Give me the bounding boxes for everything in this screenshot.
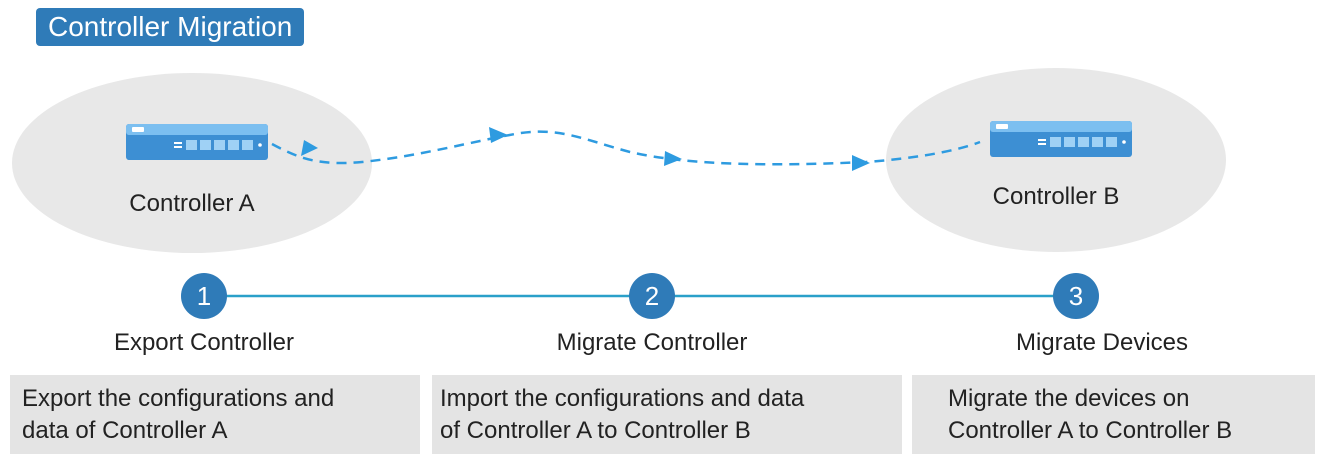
step-2-description: Import the configurations and data of Co… — [432, 375, 902, 454]
controller-a-ellipse — [12, 73, 372, 253]
controller-b-label: Controller B — [992, 183, 1120, 210]
description-line: of Controller A to Controller B — [440, 417, 751, 444]
description-line: Export the configurations and — [22, 385, 335, 412]
controller-a-label: Controller A — [129, 190, 255, 217]
description-line: Migrate the devices on — [948, 385, 1190, 412]
arrow-head-icon — [852, 155, 870, 171]
arrow-head-icon — [301, 140, 318, 156]
step-2-label: Migrate Controller — [556, 329, 748, 356]
description-line: data of Controller A — [22, 417, 228, 444]
controller-b-ellipse — [886, 68, 1226, 252]
step-3-label: Migrate Devices — [1015, 329, 1189, 356]
description-line: Import the configurations and data — [440, 385, 805, 412]
arrow-head-icon — [489, 127, 508, 143]
description-line: Controller A to Controller B — [948, 417, 1233, 444]
step-2-number: 2 — [629, 273, 675, 319]
controller-device-icon — [126, 124, 268, 160]
step-1-number: 1 — [181, 273, 227, 319]
step-3-number: 3 — [1053, 273, 1099, 319]
diagram-title: Controller Migration — [36, 8, 305, 46]
step-3-description: Migrate the devices on Controller A to C… — [912, 375, 1315, 454]
migration-dashed-path — [271, 130, 981, 166]
arrow-head-icon — [664, 151, 682, 166]
controller-device-icon — [990, 121, 1132, 157]
step-1-description: Export the configurations and data of Co… — [10, 375, 420, 454]
step-1-label: Export Controller — [113, 329, 295, 356]
